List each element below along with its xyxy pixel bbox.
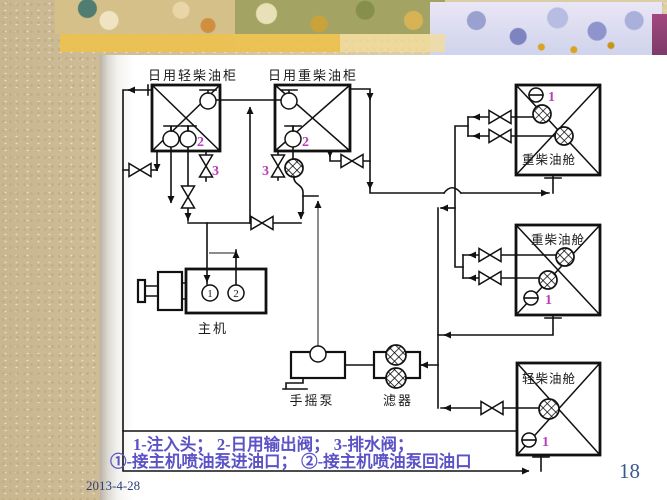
callout-1: 1 <box>548 90 555 105</box>
filter-element-icon <box>385 367 407 389</box>
legend-line-2: ①-接主机喷油泵进油口； ②-接主机喷油泵回油口 <box>110 451 472 471</box>
valve-icon <box>478 247 502 263</box>
hand-pump <box>282 345 347 390</box>
main-engine: 1 2 <box>136 267 268 315</box>
outlet-valve-icon <box>162 130 180 148</box>
filter-label: 滤器 <box>383 393 413 408</box>
strainer-icon <box>538 398 560 420</box>
suction-strainers <box>284 104 575 420</box>
tank-top-valve-icon <box>280 92 298 110</box>
gold-bar <box>60 34 340 52</box>
header-decor-leaves-olive <box>235 0 445 34</box>
valve-icon <box>250 215 274 231</box>
main-engine-label: 主机 <box>198 321 228 336</box>
valve-icon <box>478 270 502 286</box>
legend-line-1: 1-注入头； 2-日用输出阀； 3-排水阀； <box>133 434 413 454</box>
engine-return-port-icon <box>227 284 245 302</box>
daily-light-tank-label: 日用轻柴油柜 <box>148 68 238 83</box>
page-number: 18 <box>619 459 640 483</box>
valve-icon <box>488 109 512 125</box>
valve-icon <box>480 400 504 416</box>
strainer-icon <box>532 104 552 124</box>
valve-icon <box>340 153 364 169</box>
header-decor-hydrangea <box>430 2 662 55</box>
callout-1: 1 <box>542 435 549 450</box>
filter-element-icon <box>385 344 407 366</box>
callout-1: 1 <box>545 293 552 308</box>
valve-icon <box>180 185 196 209</box>
engine-inlet-port-icon <box>201 284 219 302</box>
hand-pump-label: 手摇泵 <box>289 393 334 408</box>
valves <box>128 109 512 416</box>
callout-3: 3 <box>212 164 219 179</box>
valve-icon <box>128 162 152 178</box>
engine-return-number: 2 <box>233 288 239 300</box>
daily-outlet-valves <box>162 89 302 148</box>
daily-heavy-tank-label: 日用重柴油柜 <box>268 68 358 83</box>
strainer-icon <box>538 270 558 290</box>
slide-date: 2013-4-28 <box>86 478 140 493</box>
valve-icon <box>488 128 512 144</box>
tank-top-valve-icon <box>199 92 217 110</box>
duplex-filter <box>372 344 422 389</box>
outlet-valve-icon <box>179 130 197 148</box>
flow-arrows <box>127 86 549 475</box>
outlet-valve-icon <box>284 130 302 148</box>
drain-valve-icon <box>198 154 214 178</box>
callout-2: 2 <box>302 135 309 150</box>
filling-heads <box>521 87 544 448</box>
strainer-icon <box>554 126 574 146</box>
callout-2: 2 <box>197 135 204 150</box>
strainer-icon <box>555 247 575 267</box>
header-decor-leaves-tan <box>55 0 235 34</box>
drain-valve-icon <box>270 154 286 178</box>
callout-3: 3 <box>262 164 269 179</box>
header-decor-accent <box>652 14 667 55</box>
heavy-storage-tank1-label: 重柴油舱 <box>522 152 576 167</box>
light-storage-tank-label: 轻柴油舱 <box>522 372 576 386</box>
engine-inlet-number: 1 <box>207 288 213 300</box>
gold-bar-light <box>340 34 445 52</box>
strainer-icon <box>284 158 304 178</box>
heavy-storage-tank2-label: 重柴油舱 <box>531 232 585 247</box>
slide-content-panel <box>100 55 667 500</box>
